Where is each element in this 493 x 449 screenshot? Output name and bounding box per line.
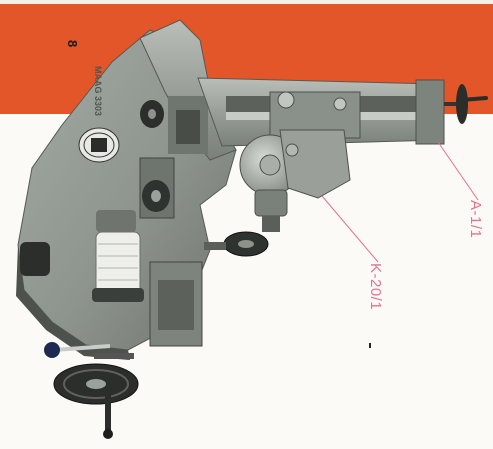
print-speck — [369, 343, 371, 348]
callout-label-a: A-1/1 — [467, 200, 484, 239]
spindle-tube — [254, 189, 288, 217]
locking-lever — [53, 344, 111, 352]
column-gib — [176, 110, 200, 144]
work-roll — [95, 231, 141, 297]
clamp-handwheel-hub — [148, 109, 156, 119]
leader-line-a — [437, 141, 479, 201]
head-knob-3 — [285, 143, 299, 157]
main-handwheel-hub — [86, 379, 106, 389]
arm-handwheel-handle — [460, 96, 488, 102]
feed-handwheel-hub — [238, 240, 254, 248]
nameplate-ring — [83, 132, 115, 158]
head-body — [279, 129, 351, 199]
roll-end-cap — [92, 288, 144, 302]
roll-top-cap — [96, 210, 136, 232]
arm-handwheel — [456, 84, 468, 124]
callout-label-k: K-20/1 — [367, 263, 384, 311]
arm-end-block — [415, 79, 445, 145]
main-handwheel-rim — [63, 369, 129, 399]
handwheel-handle-tip — [103, 429, 113, 439]
locking-lever-knob — [44, 342, 60, 358]
drive-pulley-hub — [151, 190, 161, 202]
index-disc-hub — [259, 154, 281, 176]
page-number: 8 — [65, 40, 80, 48]
model-plate: MAAG 3303 — [93, 66, 103, 116]
banner-top-edge — [0, 0, 493, 4]
nameplate-text: MAAG — [93, 66, 103, 94]
head-knob-2 — [333, 97, 347, 111]
spindle-nose — [262, 216, 280, 232]
roll-rings — [98, 243, 138, 281]
base-shadow — [16, 245, 130, 360]
leader-line-k — [321, 195, 379, 263]
model-number: 3303 — [93, 96, 103, 117]
head-knob-1 — [277, 91, 295, 109]
nameplate-mark — [91, 138, 107, 152]
lower-carriage-face — [158, 280, 194, 330]
base-slot — [20, 242, 50, 276]
